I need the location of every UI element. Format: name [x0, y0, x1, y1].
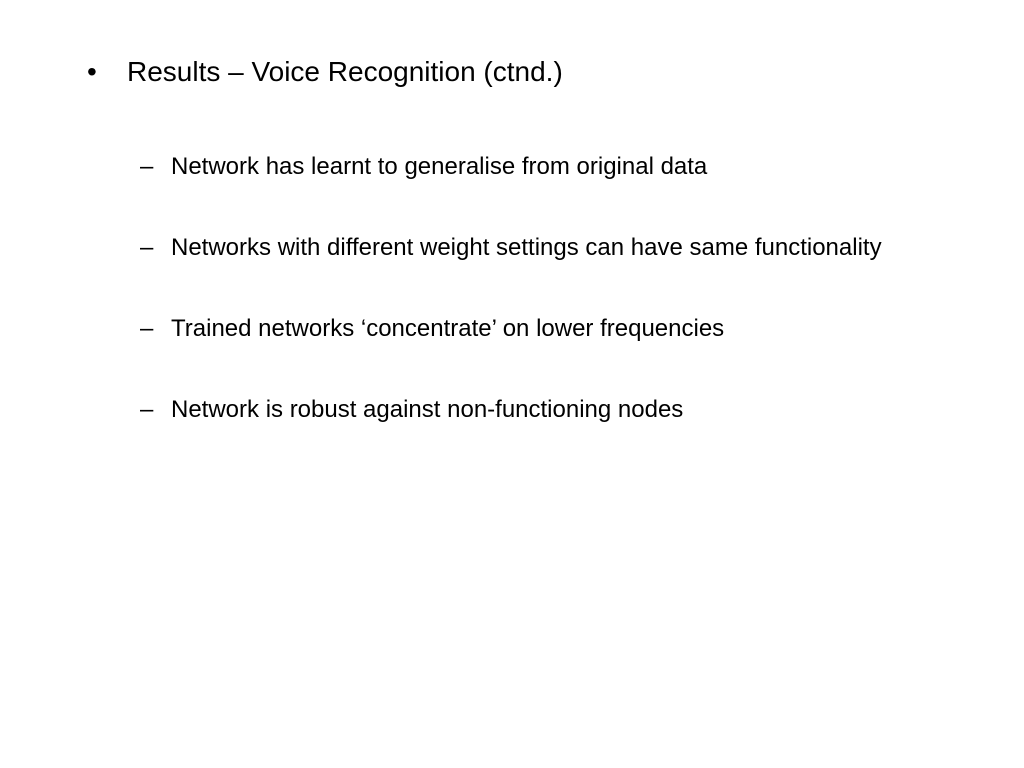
- dash-marker: –: [140, 396, 154, 423]
- slide-heading: Results – Voice Recognition (ctnd.): [127, 56, 563, 87]
- sub-bullet: – Trained networks ‘concentrate’ on lowe…: [140, 312, 900, 346]
- sub-bullet: – Network is robust against non-function…: [140, 393, 900, 427]
- sub-bullet-text: Network is robust against non-functionin…: [171, 396, 684, 423]
- sub-bullet-text: Network has learnt to generalise from or…: [171, 153, 708, 180]
- dash-marker: –: [140, 315, 154, 342]
- sub-bullet-text: Trained networks ‘concentrate’ on lower …: [171, 315, 725, 342]
- bullet-marker: •: [87, 56, 97, 87]
- dash-marker: –: [140, 234, 154, 261]
- sub-bullet: – Networks with different weight setting…: [140, 231, 900, 265]
- sub-bullet-list: – Network has learnt to generalise from …: [140, 150, 900, 474]
- dash-marker: –: [140, 153, 154, 180]
- sub-bullet-text: Networks with different weight settings …: [171, 234, 882, 261]
- sub-bullet: – Network has learnt to generalise from …: [140, 150, 900, 184]
